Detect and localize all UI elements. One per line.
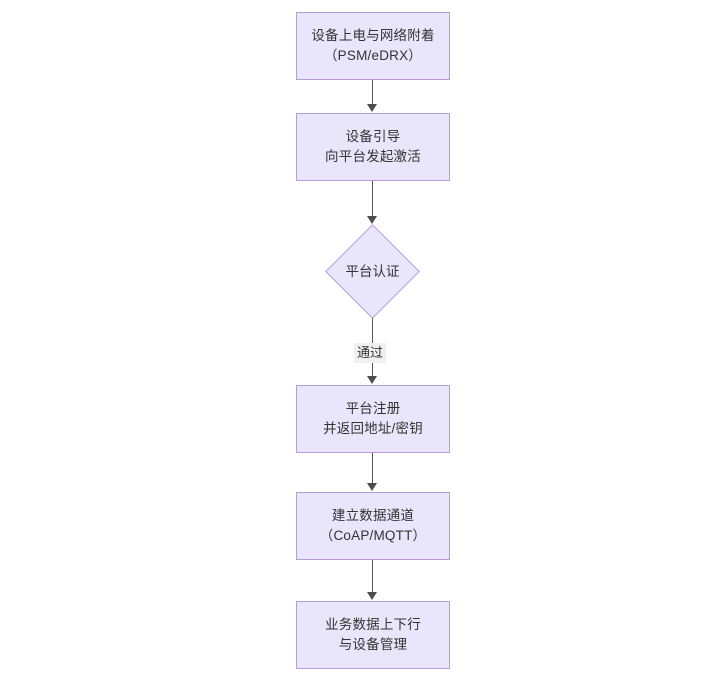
arrowhead-n4-n5 (367, 483, 377, 491)
connector-n2-n3 (372, 181, 373, 217)
node-platform-registration[interactable]: 平台注册 并返回地址/密钥 (296, 385, 450, 453)
arrowhead-n2-n3 (367, 216, 377, 224)
node-label-line2: （CoAP/MQTT） (319, 528, 427, 543)
arrowhead-n1-n2 (367, 104, 377, 112)
arrowhead-n5-n6 (367, 592, 377, 600)
node-device-bootstrap[interactable]: 设备引导 向平台发起激活 (296, 113, 450, 181)
node-device-power-on[interactable]: 设备上电与网络附着 （PSM/eDRX） (296, 12, 450, 80)
node-label-line2: 与设备管理 (338, 637, 408, 652)
connector-n1-n2 (372, 80, 373, 105)
node-label-line1: 设备引导 (345, 129, 401, 144)
node-label-line2: 向平台发起激活 (325, 149, 421, 164)
node-label-line1: 设备上电与网络附着 (311, 28, 435, 43)
arrowhead-n3-n4 (367, 376, 377, 384)
edge-label-pass: 通过 (354, 343, 387, 363)
node-label-line1: 平台注册 (345, 401, 401, 416)
connector-n5-n6 (372, 560, 373, 593)
node-platform-authentication[interactable]: 平台认证 (325, 224, 420, 319)
node-label-line1: 业务数据上下行 (325, 617, 421, 632)
node-establish-data-channel[interactable]: 建立数据通道 （CoAP/MQTT） (296, 492, 450, 560)
node-label-line1: 平台认证 (345, 263, 400, 279)
connector-n4-n5 (372, 453, 373, 484)
node-label-line2: （PSM/eDRX） (323, 48, 423, 63)
node-label-line1: 建立数据通道 (331, 508, 415, 523)
node-label-line2: 并返回地址/密钥 (323, 421, 423, 436)
node-business-data-management[interactable]: 业务数据上下行 与设备管理 (296, 601, 450, 669)
